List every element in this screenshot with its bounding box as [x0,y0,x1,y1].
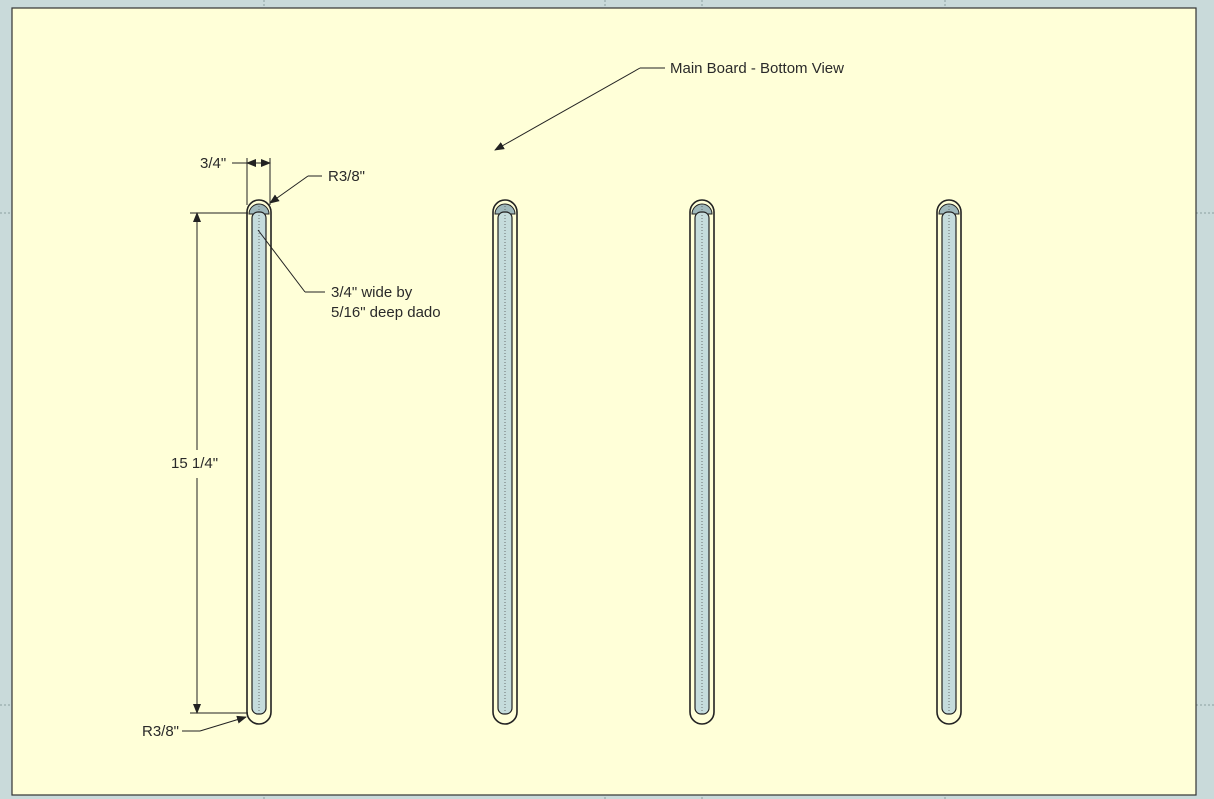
radius-bottom-label: R3/8" [142,723,180,740]
dado-slot-1 [246,199,272,725]
dado-slot-3 [689,199,715,725]
radius-top-leader [269,175,322,204]
dado-slots [246,199,962,725]
view-title: Main Board - Bottom View [670,60,844,77]
length-dimension-label: 15 1/4" [171,455,219,472]
length-dimension [190,212,248,714]
radius-top-label: R3/8" [328,168,366,185]
dado-label-line1: 3/4" wide by [331,284,413,301]
dado-slot-4 [936,199,962,725]
radius-bottom-leader [182,715,247,732]
title-leader [494,67,665,151]
main-board [11,7,1197,796]
width-dimension-label: 3/4" [200,155,227,172]
dado-leader [257,229,325,293]
dado-label-line2: 5/16" deep dado [331,304,441,321]
dado-slot-2 [492,199,518,725]
